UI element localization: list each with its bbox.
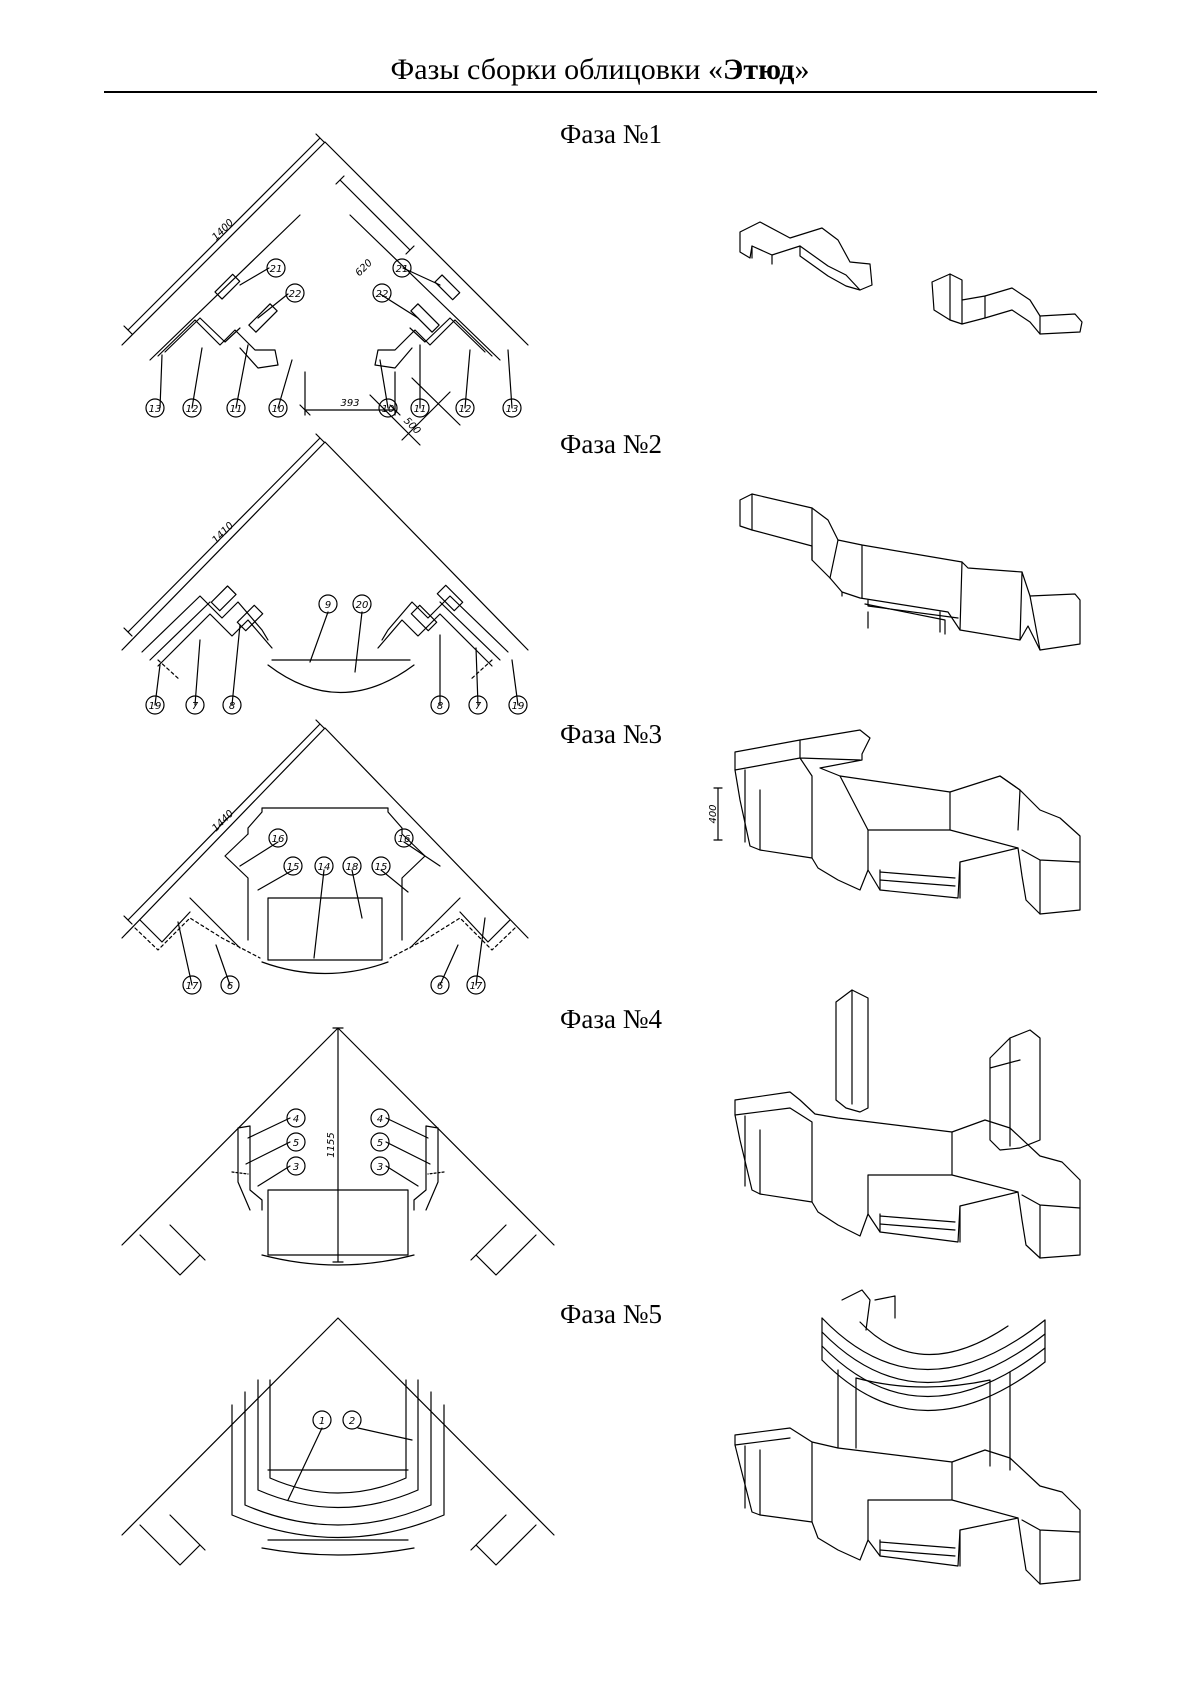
- phase-4-isometric: [735, 990, 1080, 1258]
- callout-22-left-text: 22: [289, 289, 302, 300]
- dim-1155: 1155: [326, 1132, 337, 1157]
- dim-1440: 1440: [210, 808, 236, 834]
- callout-17-right-text: 17: [470, 981, 483, 992]
- callout-12-left-text: 12: [186, 404, 199, 415]
- callout-16-left-text: 16: [272, 834, 285, 845]
- callout-2-text: 2: [349, 1416, 355, 1427]
- phase-1-isometric: [740, 222, 1082, 334]
- callout-9-text: 9: [325, 600, 331, 611]
- callout-19-right-text: 19: [512, 701, 525, 712]
- callout-3-left-text: 3: [293, 1162, 299, 1173]
- phase-2-plan: [122, 434, 528, 705]
- callout-21-left-text: 21: [270, 264, 283, 275]
- callout-10-right-text: 10: [382, 404, 395, 415]
- callout-17-left-text: 17: [186, 981, 199, 992]
- callout-4-right-text: 4: [377, 1114, 383, 1125]
- callout-11-right-text: 11: [414, 404, 427, 415]
- callout-18-text: 18: [346, 862, 359, 873]
- callout-15-right-text: 15: [375, 862, 388, 873]
- phase-3-plan: [122, 720, 528, 985]
- callout-4-left-text: 4: [293, 1114, 299, 1125]
- callout-15-left-text: 15: [287, 862, 300, 873]
- callout-22-right-text: 22: [376, 289, 389, 300]
- callout-13-right-text: 13: [506, 404, 519, 415]
- callout-6-right-text: 6: [437, 981, 443, 992]
- phase-2-callouts: [146, 595, 527, 714]
- phase-3-callouts: [183, 829, 485, 994]
- callout-1-text: 1: [319, 1416, 325, 1427]
- phase-2-isometric: [740, 494, 1080, 650]
- callout-6-left-text: 6: [227, 981, 233, 992]
- callout-8-left-text: 8: [229, 701, 235, 712]
- phase-5-plan: [122, 1318, 554, 1565]
- callout-7-left-text: 7: [192, 701, 199, 712]
- callout-3-right-text: 3: [377, 1162, 383, 1173]
- callout-7-right-text: 7: [475, 701, 482, 712]
- callout-14-text: 14: [318, 862, 331, 873]
- callout-12-right-text: 12: [459, 404, 472, 415]
- callout-16-right-text: 16: [398, 834, 411, 845]
- callout-20-text: 20: [356, 600, 369, 611]
- callout-13-left-text: 13: [149, 404, 162, 415]
- callout-5-left-text: 5: [293, 1138, 299, 1149]
- dim-400: 400: [708, 804, 719, 823]
- dim-620: 620: [354, 258, 375, 279]
- dim-500: 500: [401, 416, 422, 437]
- dim-1400: 1400: [210, 217, 236, 243]
- phase-3-isometric: [714, 730, 1080, 914]
- callout-8-right-text: 8: [437, 701, 443, 712]
- callout-5-right-text: 5: [377, 1138, 383, 1149]
- callout-11-left-text: 11: [230, 404, 243, 415]
- phase-1-callouts: [146, 259, 521, 417]
- callout-21-right-text: 21: [396, 264, 409, 275]
- phase-1-plan: [122, 134, 528, 445]
- callout-19-left-text: 19: [149, 701, 162, 712]
- phase-5-isometric: [735, 1290, 1080, 1584]
- dim-1410: 1410: [210, 520, 236, 546]
- phase-4-plan: [122, 1028, 554, 1275]
- dim-393: 393: [340, 398, 359, 409]
- callout-10-left-text: 10: [272, 404, 285, 415]
